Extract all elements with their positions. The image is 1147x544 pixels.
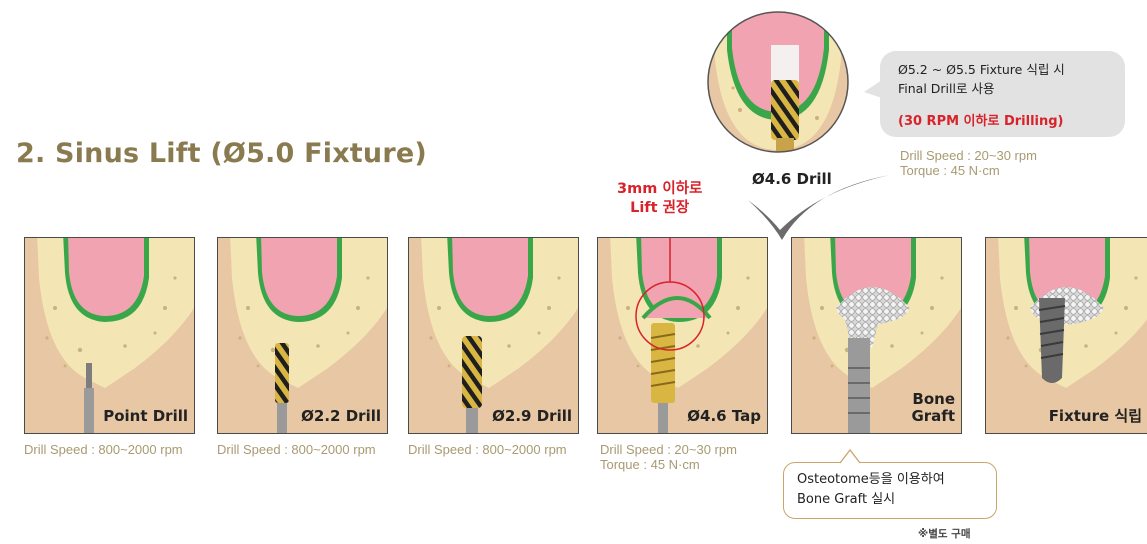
step-label: Ø4.6 Tap <box>687 408 761 425</box>
bubble-line1: Ø5.2 ~ Ø5.5 Fixture 식립 시 <box>898 60 1065 79</box>
step-label: Ø2.9 Drill <box>492 408 572 425</box>
osteotome-note: Osteotome등을 이용하여 Bone Graft 실시 <box>797 470 945 510</box>
lift-note-line2: Lift 권장 <box>617 199 702 218</box>
step-panel-point-drill: Point Drill <box>24 237 195 434</box>
zoom-speed: Drill Speed : 20~30 rpm Torque : 45 N·cm <box>900 148 1037 178</box>
osteotome-line2: Bone Graft 실시 <box>797 490 945 510</box>
step-speed: Drill Speed : 20~30 rpm <box>600 442 737 457</box>
swoosh-arrow <box>730 160 900 245</box>
page-title: 2. Sinus Lift (Ø5.0 Fixture) <box>16 138 427 169</box>
step-panel-tap: Ø4.6 Tap <box>597 237 768 434</box>
step-label-line1: Bone <box>911 391 955 408</box>
step-torque: Torque : 45 N·cm <box>600 457 737 472</box>
step-speed: Drill Speed : 800~2000 rpm <box>408 442 567 457</box>
zoom-speed-line: Drill Speed : 20~30 rpm <box>900 148 1037 163</box>
osteotome-line1: Osteotome등을 이용하여 <box>797 470 945 490</box>
step-panel-2-9-drill: Ø2.9 Drill <box>408 237 579 434</box>
step-label: Point Drill <box>103 408 188 425</box>
step-label: Bone Graft <box>911 391 955 425</box>
bubble-line2: Final Drill로 사용 <box>898 79 1065 98</box>
zoom-torque-line: Torque : 45 N·cm <box>900 163 1037 178</box>
zoom-circle <box>705 0 851 168</box>
bubble-text: Ø5.2 ~ Ø5.5 Fixture 식립 시 Final Drill로 사용 <box>898 60 1065 98</box>
step-label-line2: Graft <box>911 408 955 425</box>
step-speed: Drill Speed : 800~2000 rpm <box>24 442 183 457</box>
purchase-note: ※별도 구매 <box>918 526 971 541</box>
note-tail <box>838 449 862 465</box>
step-panel-bone-graft: Bone Graft <box>791 237 962 434</box>
bubble-red-text: (30 RPM 이하로 Drilling) <box>898 110 1064 129</box>
step-speed: Drill Speed : 800~2000 rpm <box>217 442 376 457</box>
step-panel-fixture: Fixture 식립 <box>985 237 1147 434</box>
step-label: Fixture 식립 <box>1049 408 1142 425</box>
lift-note-line1: 3mm 이하로 <box>617 180 702 199</box>
step-speed-torque: Drill Speed : 20~30 rpm Torque : 45 N·cm <box>600 442 737 472</box>
bubble-tail <box>862 78 884 102</box>
step-label: Ø2.2 Drill <box>301 408 381 425</box>
step-panel-2-2-drill: Ø2.2 Drill <box>217 237 388 434</box>
lift-note: 3mm 이하로 Lift 권장 <box>617 180 702 218</box>
